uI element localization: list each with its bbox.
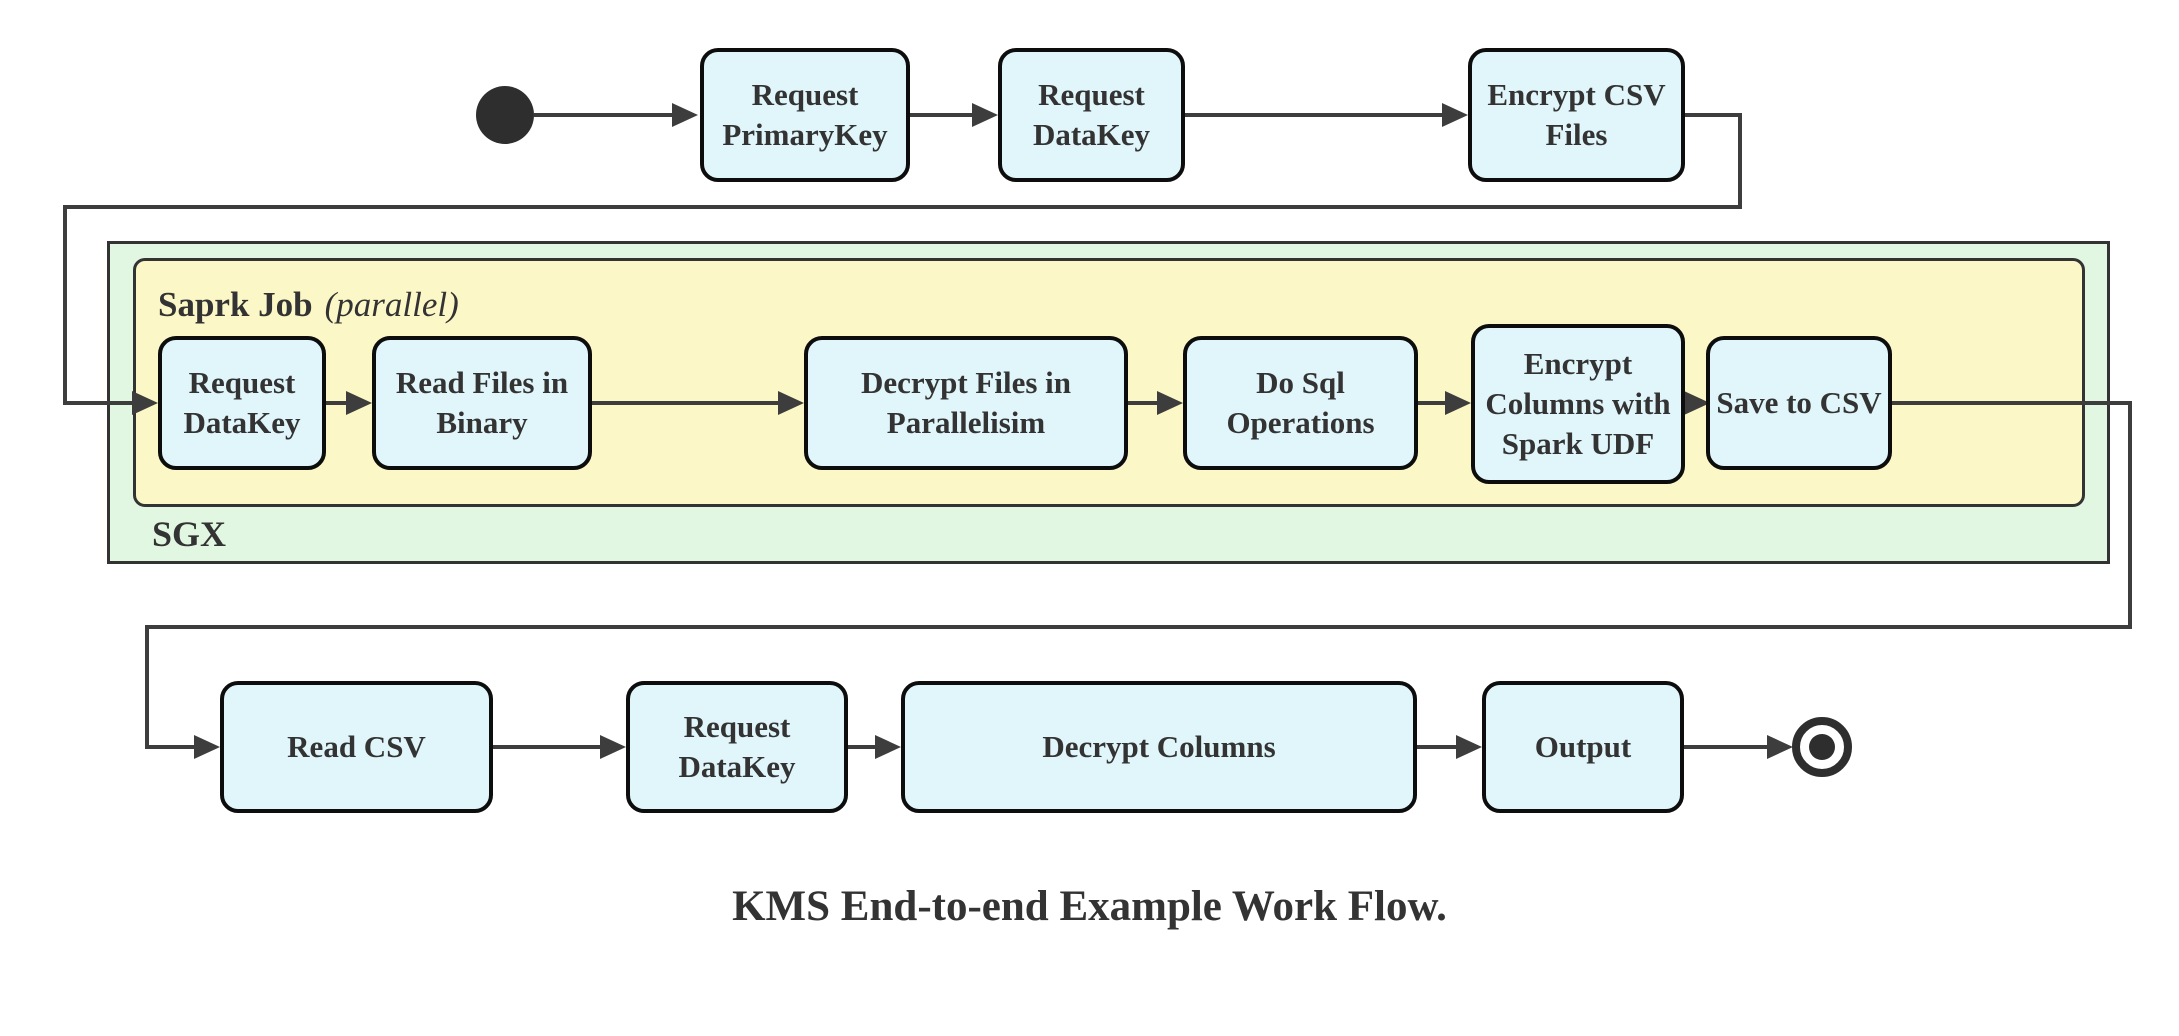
arrowhead — [778, 391, 804, 415]
spark-job-container-label: Saprk Job (parallel) — [158, 285, 459, 325]
state-label: Request PrimaryKey — [722, 77, 888, 152]
state-label: Decrypt Columns — [1042, 729, 1276, 765]
final-state-icon — [1792, 717, 1852, 777]
state-sgx-request-datakey: Request DataKey — [158, 336, 326, 470]
state-label: Request DataKey — [678, 709, 796, 784]
state-request-primarykey: Request PrimaryKey — [700, 48, 910, 182]
state-do-sql-operations: Do Sql Operations — [1183, 336, 1418, 470]
state-encrypt-csv-files: Encrypt CSV Files — [1468, 48, 1685, 182]
arrowhead — [346, 391, 372, 415]
state-decrypt-files-in-parallelisim: Decrypt Files in Parallelisim — [804, 336, 1128, 470]
spark-job-label-text: Saprk Job — [158, 285, 313, 324]
arrowhead — [972, 103, 998, 127]
state-label: Encrypt Columns with Spark UDF — [1485, 346, 1671, 461]
arrowhead — [1445, 391, 1471, 415]
arrowhead — [875, 735, 901, 759]
arrowhead — [132, 391, 158, 415]
state-label: Read Files in Binary — [395, 365, 569, 440]
arrowhead — [1456, 735, 1482, 759]
state-label: Encrypt CSV Files — [1487, 77, 1666, 152]
initial-state-icon — [476, 86, 534, 144]
arrowhead — [600, 735, 626, 759]
sgx-container-label: SGX — [152, 514, 227, 554]
arrowhead — [1157, 391, 1183, 415]
arrowhead — [194, 735, 220, 759]
state-save-to-csv: Save to CSV — [1706, 336, 1892, 470]
state-label: Output — [1534, 729, 1632, 765]
wire-encrypt-csv-files-to-sgx-request-datakey — [63, 113, 1742, 405]
state-read-csv: Read CSV — [220, 681, 493, 813]
arrowhead — [1767, 735, 1793, 759]
state-read-files-in-binary: Read Files in Binary — [372, 336, 592, 470]
state-request-datakey-top: Request DataKey — [998, 48, 1185, 182]
arrowhead — [1442, 103, 1468, 127]
state-label: Read CSV — [287, 729, 426, 765]
state-label: Request DataKey — [183, 365, 301, 440]
arrowhead — [672, 103, 698, 127]
state-decrypt-columns: Decrypt Columns — [901, 681, 1417, 813]
state-label: Request DataKey — [1032, 77, 1151, 152]
state-encrypt-columns-with-spark-udf: Encrypt Columns with Spark UDF — [1471, 324, 1685, 484]
diagram-caption: KMS End-to-end Example Work Flow. — [732, 883, 1447, 930]
spark-job-parallel-qualifier: (parallel) — [324, 285, 459, 324]
state-request-datakey-bottom: Request DataKey — [626, 681, 848, 813]
wire-save-csv-to-read-csv — [145, 401, 2132, 749]
state-output: Output — [1482, 681, 1684, 813]
arrowhead — [1684, 391, 1710, 415]
state-label: Decrypt Files in Parallelisim — [860, 365, 1072, 440]
state-label: Do Sql Operations — [1226, 365, 1375, 440]
state-label: Save to CSV — [1716, 385, 1882, 421]
